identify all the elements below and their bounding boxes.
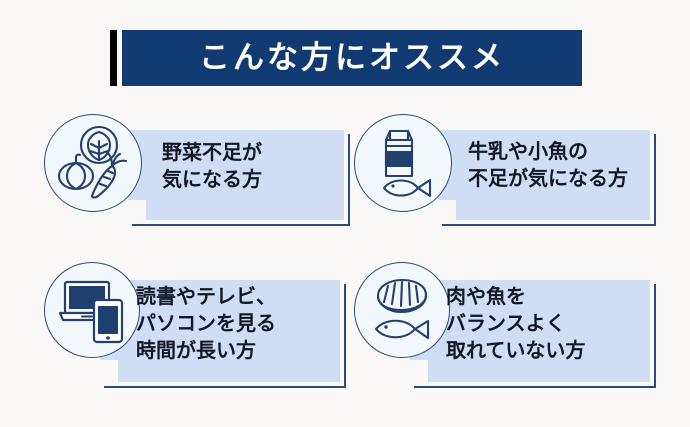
card-text-line: バランスよく [446, 313, 566, 335]
title-banner: こんな方にオススメ [122, 30, 582, 86]
card-text-line: 肉や魚を [446, 286, 526, 308]
card-notch [410, 360, 428, 382]
card-shadow [414, 284, 656, 388]
card-text: 野菜不足が 気になる方 [162, 140, 262, 194]
card-text-line: 牛乳や小魚の [468, 141, 588, 163]
card-notch [438, 200, 456, 220]
card-shadow [442, 134, 656, 226]
card-text-line: 取れていない方 [446, 340, 586, 362]
title-text: こんな方にオススメ [199, 40, 505, 75]
card-panel [438, 130, 650, 220]
card-text: 読書やテレビ、 パソコンを見る 時間が長い方 [136, 284, 276, 365]
card-shadow [132, 134, 350, 226]
card-screens: 読書やテレビ、 パソコンを見る 時間が長い方 [40, 260, 350, 390]
card-text-line: 読書やテレビ、 [136, 286, 276, 308]
card-text-line: 時間が長い方 [136, 340, 256, 362]
card-text: 肉や魚を バランスよく 取れていない方 [446, 284, 585, 365]
card-milk-fish: 牛乳や小魚の 不足が気になる方 [350, 112, 660, 227]
card-text: 牛乳や小魚の 不足が気になる方 [468, 139, 628, 193]
card-notch [100, 360, 118, 382]
card-text-line: パソコンを見る [136, 313, 276, 335]
page-title: こんな方にオススメ [110, 30, 582, 86]
card-text-line: 気になる方 [162, 169, 262, 191]
laptop-and-smartphone-icon [58, 280, 124, 344]
meat-and-fish-icon [374, 278, 430, 340]
vegetables-icon [57, 125, 128, 199]
card-panel [100, 280, 340, 382]
card-meat-fish: 肉や魚を バランスよく 取れていない方 [350, 260, 660, 390]
card-vegetables: 野菜不足が 気になる方 [40, 112, 350, 227]
title-accent-bar [110, 30, 117, 86]
card-text-line: 野菜不足が [162, 142, 262, 164]
card-panel [128, 130, 344, 220]
milk-carton-and-fish-icon [382, 129, 432, 198]
card-notch [128, 200, 146, 220]
card-text-line: 不足が気になる方 [468, 168, 628, 190]
card-shadow [104, 284, 346, 388]
card-panel [410, 280, 650, 382]
